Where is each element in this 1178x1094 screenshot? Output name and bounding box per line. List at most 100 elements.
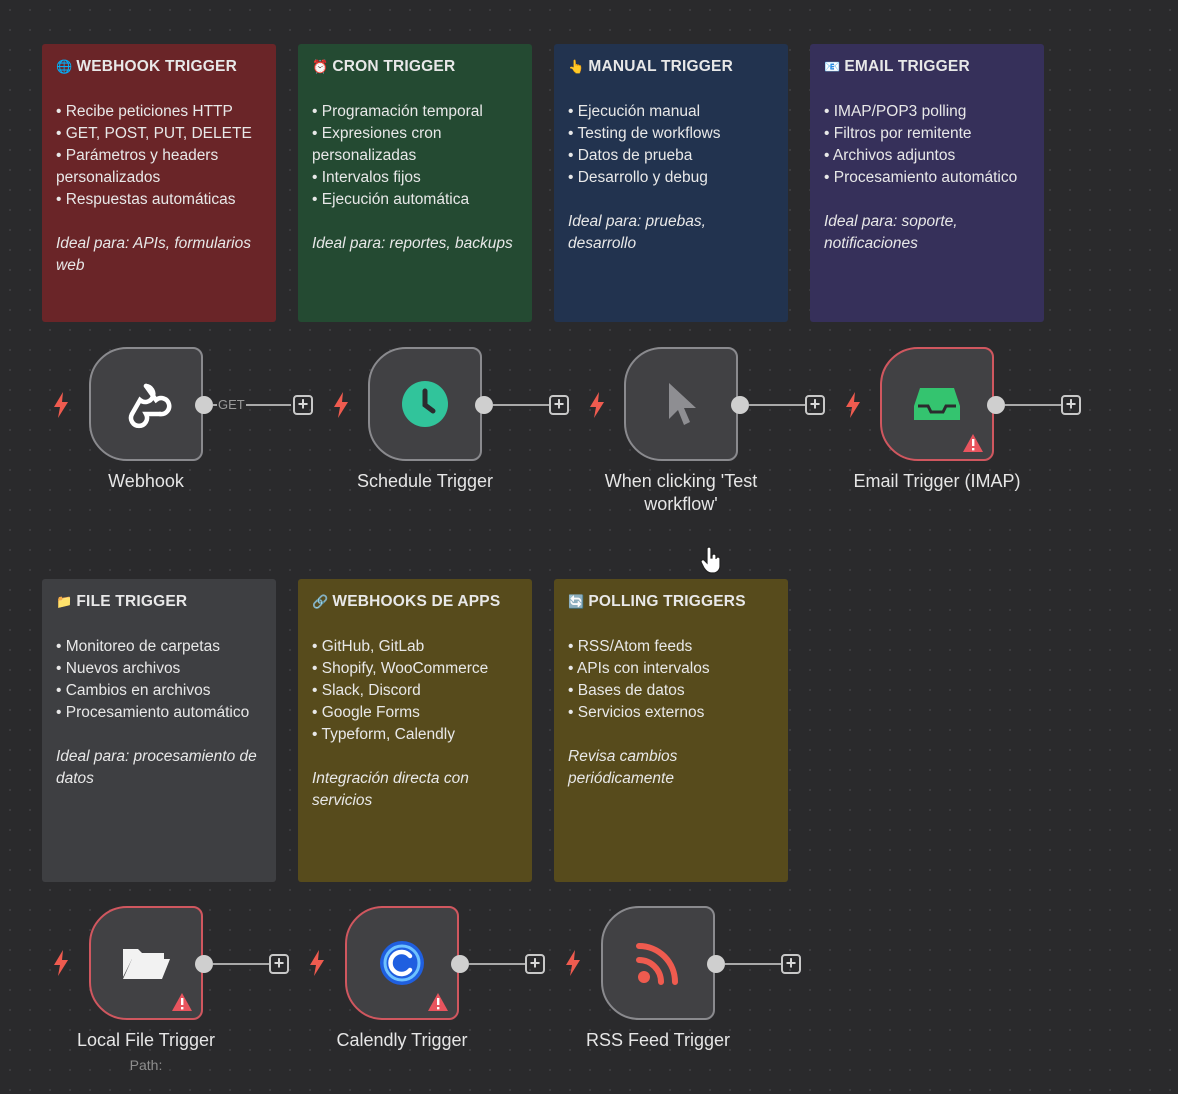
folder-icon: 📁 <box>56 594 73 609</box>
webhook-icon <box>128 383 172 429</box>
folder-open-icon <box>123 949 170 979</box>
note-item: Cambios en archivos <box>56 680 262 702</box>
node-webhook[interactable] <box>89 347 203 461</box>
node-label: Webhook <box>108 471 184 491</box>
note-item: Slack, Discord <box>312 680 518 702</box>
note-ideal: Integración directa con servicios <box>312 770 469 809</box>
sticky-note-manual-trigger[interactable]: 👆MANUAL TRIGGER Ejecución manual Testing… <box>554 44 788 322</box>
note-title: CRON TRIGGER <box>332 58 456 75</box>
note-item: Ejecución manual <box>568 101 774 123</box>
inbox-icon <box>914 388 960 420</box>
node-label: Email Trigger (IMAP) <box>853 471 1021 491</box>
output-port[interactable] <box>451 955 469 973</box>
pointing-hand-icon: 👆 <box>568 59 585 74</box>
sticky-note-email-trigger[interactable]: 📧EMAIL TRIGGER IMAP/POP3 polling Filtros… <box>810 44 1044 322</box>
note-item: GET, POST, PUT, DELETE <box>56 123 262 145</box>
note-item: Programación temporal <box>312 101 518 123</box>
alarm-clock-icon: ⏰ <box>312 59 329 74</box>
note-title: EMAIL TRIGGER <box>844 58 970 75</box>
note-title: FILE TRIGGER <box>76 593 188 610</box>
note-list: Recibe peticiones HTTP GET, POST, PUT, D… <box>56 101 262 211</box>
note-item: Shopify, WooCommerce <box>312 658 518 680</box>
note-ideal: Ideal para: APIs, formularios web <box>56 235 251 274</box>
node-manual-trigger[interactable] <box>624 347 738 461</box>
note-item: Procesamiento automático <box>56 702 262 724</box>
cursor-pointer-icon <box>669 383 696 425</box>
add-node-button[interactable]: + <box>1061 395 1081 415</box>
note-list: Monitoreo de carpetas Nuevos archivos Ca… <box>56 636 262 724</box>
refresh-icon: 🔄 <box>568 594 585 609</box>
node-local-file-trigger[interactable] <box>89 906 203 1020</box>
add-node-button[interactable]: + <box>805 395 825 415</box>
output-port[interactable] <box>195 396 213 414</box>
node-email-trigger-imap[interactable] <box>880 347 994 461</box>
connection-line <box>493 404 549 406</box>
node-subtitle: Path: <box>129 1057 163 1073</box>
note-item: Archivos adjuntos <box>824 145 1030 167</box>
note-ideal: Ideal para: reportes, backups <box>312 235 513 252</box>
note-ideal: Ideal para: pruebas, desarrollo <box>568 213 706 252</box>
connection-line <box>213 404 291 406</box>
note-item: Expresiones cron personalizadas <box>312 123 518 167</box>
sticky-note-webhooks-de-apps[interactable]: 🔗WEBHOOKS DE APPS GitHub, GitLab Shopify… <box>298 579 532 882</box>
output-port[interactable] <box>731 396 749 414</box>
rss-icon <box>636 943 678 985</box>
note-item: Ejecución automática <box>312 189 518 211</box>
node-label: When clicking 'Test workflow' <box>604 471 758 514</box>
note-item: Google Forms <box>312 702 518 724</box>
sticky-note-webhook-trigger[interactable]: 🌐WEBHOOK TRIGGER Recibe peticiones HTTP … <box>42 44 276 322</box>
add-node-button[interactable]: + <box>269 954 289 974</box>
note-item: IMAP/POP3 polling <box>824 101 1030 123</box>
connection-line <box>213 963 269 965</box>
add-node-button[interactable]: + <box>549 395 569 415</box>
note-list: RSS/Atom feeds APIs con intervalos Bases… <box>568 636 774 724</box>
add-node-button[interactable]: + <box>781 954 801 974</box>
node-rss-feed-trigger[interactable] <box>601 906 715 1020</box>
node-schedule-trigger[interactable] <box>368 347 482 461</box>
node-label: RSS Feed Trigger <box>585 1030 731 1050</box>
note-item: Nuevos archivos <box>56 658 262 680</box>
warning-icon[interactable] <box>962 433 984 453</box>
note-item: Testing de workflows <box>568 123 774 145</box>
output-port[interactable] <box>987 396 1005 414</box>
trigger-bolt-icon <box>54 392 68 418</box>
connection-line <box>749 404 805 406</box>
output-port[interactable] <box>195 955 213 973</box>
trigger-bolt-icon <box>54 950 68 976</box>
note-item: RSS/Atom feeds <box>568 636 774 658</box>
note-title: MANUAL TRIGGER <box>588 58 733 75</box>
note-item: Bases de datos <box>568 680 774 702</box>
note-item: Respuestas automáticas <box>56 189 262 211</box>
output-port[interactable] <box>475 396 493 414</box>
add-node-button[interactable]: + <box>293 395 313 415</box>
note-item: Datos de prueba <box>568 145 774 167</box>
link-icon: 🔗 <box>312 594 329 609</box>
hand-cursor-icon <box>700 546 721 574</box>
node-label: Calendly Trigger <box>336 1030 468 1050</box>
note-item: Filtros por remitente <box>824 123 1030 145</box>
connection-line <box>1005 404 1061 406</box>
globe-icon: 🌐 <box>56 59 73 74</box>
node-label: Schedule Trigger <box>356 471 494 491</box>
sticky-note-cron-trigger[interactable]: ⏰CRON TRIGGER Programación temporal Expr… <box>298 44 532 322</box>
sticky-note-file-trigger[interactable]: 📁FILE TRIGGER Monitoreo de carpetas Nuev… <box>42 579 276 882</box>
trigger-bolt-icon <box>334 392 348 418</box>
warning-icon[interactable] <box>171 992 193 1012</box>
sticky-note-polling-triggers[interactable]: 🔄POLLING TRIGGERS RSS/Atom feeds APIs co… <box>554 579 788 882</box>
node-label: Local File Trigger <box>76 1030 216 1050</box>
note-list: IMAP/POP3 polling Filtros por remitente … <box>824 101 1030 189</box>
output-port[interactable] <box>707 955 725 973</box>
note-title: WEBHOOK TRIGGER <box>76 58 237 75</box>
trigger-bolt-icon <box>590 392 604 418</box>
note-ideal: Ideal para: procesamiento de datos <box>56 748 257 787</box>
warning-icon[interactable] <box>427 992 449 1012</box>
node-calendly-trigger[interactable] <box>345 906 459 1020</box>
note-ideal: Revisa cambios periódicamente <box>568 748 678 787</box>
add-node-button[interactable]: + <box>525 954 545 974</box>
connection-line <box>725 963 781 965</box>
trigger-bolt-icon <box>566 950 580 976</box>
note-item: Recibe peticiones HTTP <box>56 101 262 123</box>
note-list: Programación temporal Expresiones cron p… <box>312 101 518 211</box>
trigger-bolt-icon <box>310 950 324 976</box>
calendly-icon <box>380 941 424 985</box>
